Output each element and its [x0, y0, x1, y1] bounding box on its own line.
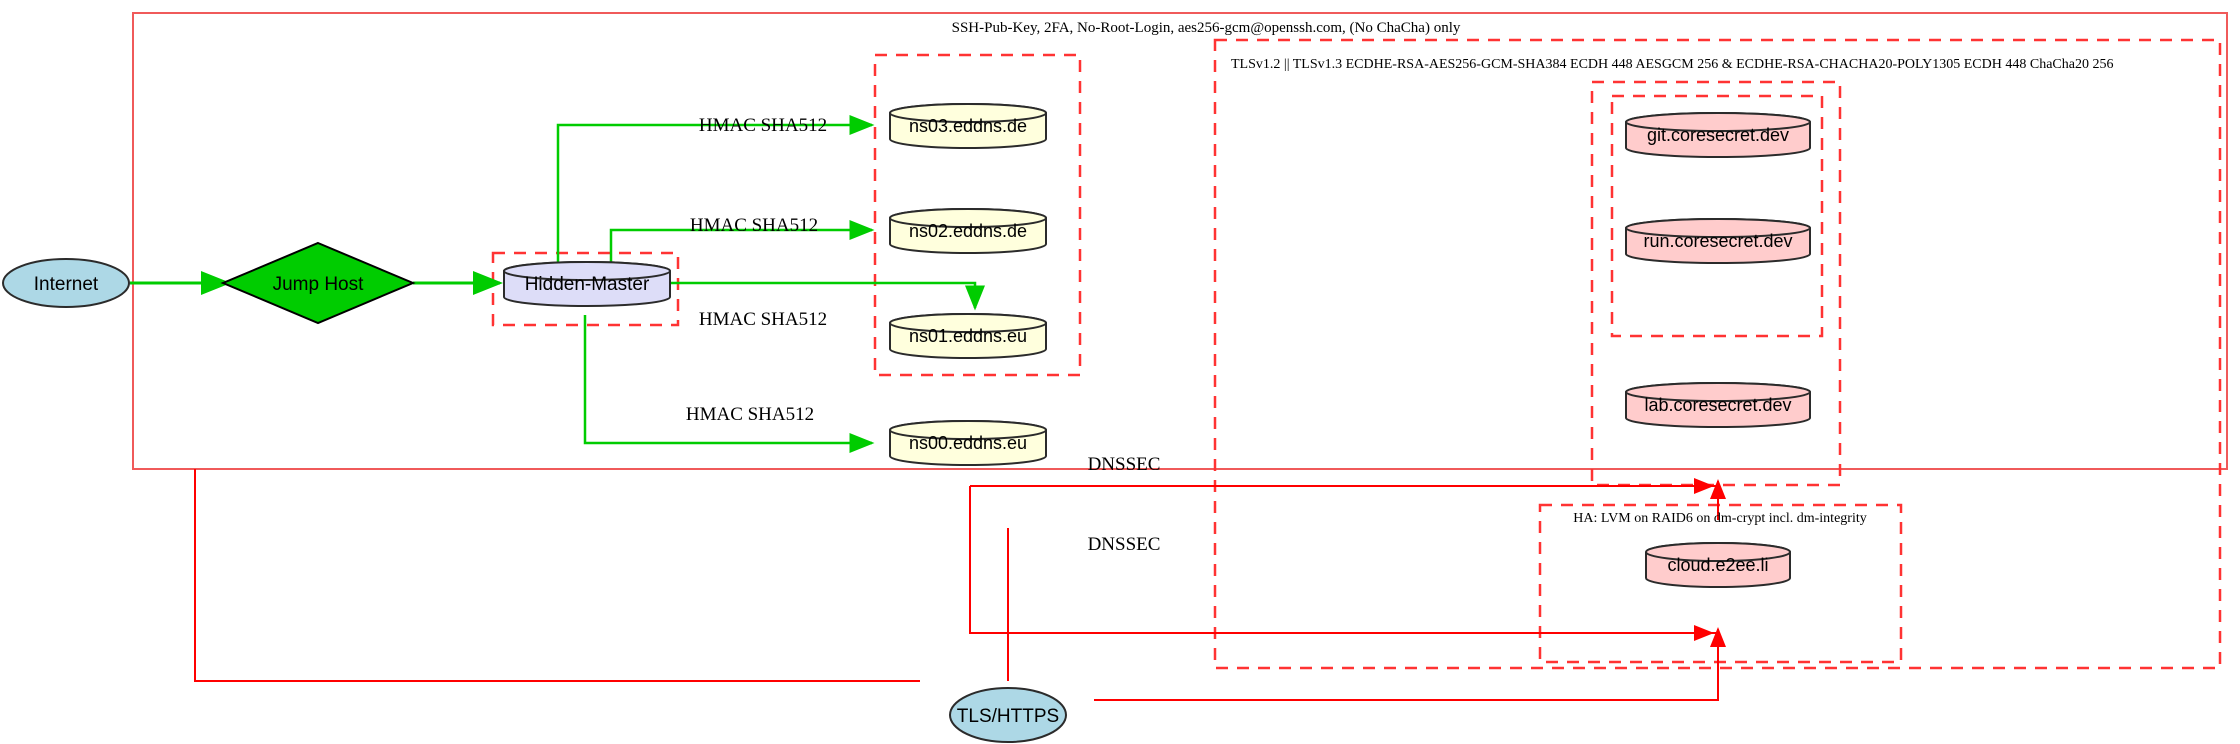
node-ns02[interactable]: ns02.eddns.de	[889, 208, 1047, 254]
node-ns00[interactable]: ns00.eddns.eu	[889, 420, 1047, 466]
node-git-coresecret-label: git.coresecret.dev	[1647, 125, 1789, 145]
node-run-coresecret[interactable]: run.coresecret.dev	[1625, 218, 1811, 264]
tls-zone-title: TLSv1.2 || TLSv1.3 ECDHE-RSA-AES256-GCM-…	[1231, 57, 2113, 72]
edge-tls-right	[1094, 643, 1719, 701]
edge-hiddenmaster-ns00	[583, 315, 875, 453]
node-lab-coresecret[interactable]: lab.coresecret.dev	[1625, 382, 1811, 428]
edge-label-hmac-ns03: HMAC SHA512	[699, 115, 827, 136]
node-lab-coresecret-label: lab.coresecret.dev	[1644, 395, 1791, 415]
node-ns03-label: ns03.eddns.de	[909, 116, 1027, 136]
node-ns01-label: ns01.eddns.eu	[909, 326, 1027, 346]
node-internet-label: Internet	[34, 274, 99, 295]
ssh-zone-title: SSH-Pub-Key, 2FA, No-Root-Login, aes256-…	[952, 20, 1461, 36]
node-hidden-master[interactable]: Hidden-Master	[503, 261, 671, 307]
edge-hiddenmaster-ns01	[668, 281, 985, 311]
node-tls-https-label: TLS/HTTPS	[957, 706, 1059, 727]
edge-label-hmac-ns00: HMAC SHA512	[686, 404, 814, 425]
node-jump-host[interactable]: Jump Host	[220, 241, 416, 325]
node-ns03[interactable]: ns03.eddns.de	[889, 103, 1047, 149]
coresecret-inner-container	[1610, 94, 1824, 338]
node-hidden-master-label: Hidden-Master	[525, 274, 650, 295]
node-tls-https[interactable]: TLS/HTTPS	[949, 687, 1067, 743]
ha-zone-container	[1538, 503, 1903, 664]
dns-zone-container	[873, 53, 1082, 377]
ha-zone-title: HA: LVM on RAID6 on dm-crypt incl. dm-in…	[1573, 511, 1866, 526]
edge-label-dnssec-lower: DNSSEC	[1088, 534, 1161, 555]
edge-dnssec-upper-run	[969, 486, 1716, 634]
node-ns00-label: ns00.eddns.eu	[909, 433, 1027, 453]
edge-ssh-bottom-rail	[194, 469, 920, 682]
edge-hiddenmaster-ns03	[556, 115, 875, 263]
node-internet[interactable]: Internet	[2, 258, 130, 308]
node-ns01[interactable]: ns01.eddns.eu	[889, 313, 1047, 359]
tls-zone-container	[1213, 38, 2222, 670]
hidden-master-container	[491, 251, 680, 327]
edge-hiddenmaster-ns02	[609, 220, 875, 263]
node-run-coresecret-label: run.coresecret.dev	[1643, 231, 1792, 251]
node-jump-host-label: Jump Host	[273, 274, 365, 295]
edge-label-dnssec-upper: DNSSEC	[1088, 454, 1161, 475]
edge-label-hmac-ns01: HMAC SHA512	[699, 309, 827, 330]
edge-label-hmac-ns02: HMAC SHA512	[690, 215, 818, 236]
node-cloud-e2ee-label: cloud.e2ee.li	[1667, 555, 1768, 575]
node-ns02-label: ns02.eddns.de	[909, 221, 1027, 241]
node-git-coresecret[interactable]: git.coresecret.dev	[1625, 112, 1811, 158]
ssh-zone-boundary	[132, 12, 2228, 470]
coresecret-outer-container	[1590, 80, 1842, 487]
node-cloud-e2ee[interactable]: cloud.e2ee.li	[1645, 542, 1791, 588]
